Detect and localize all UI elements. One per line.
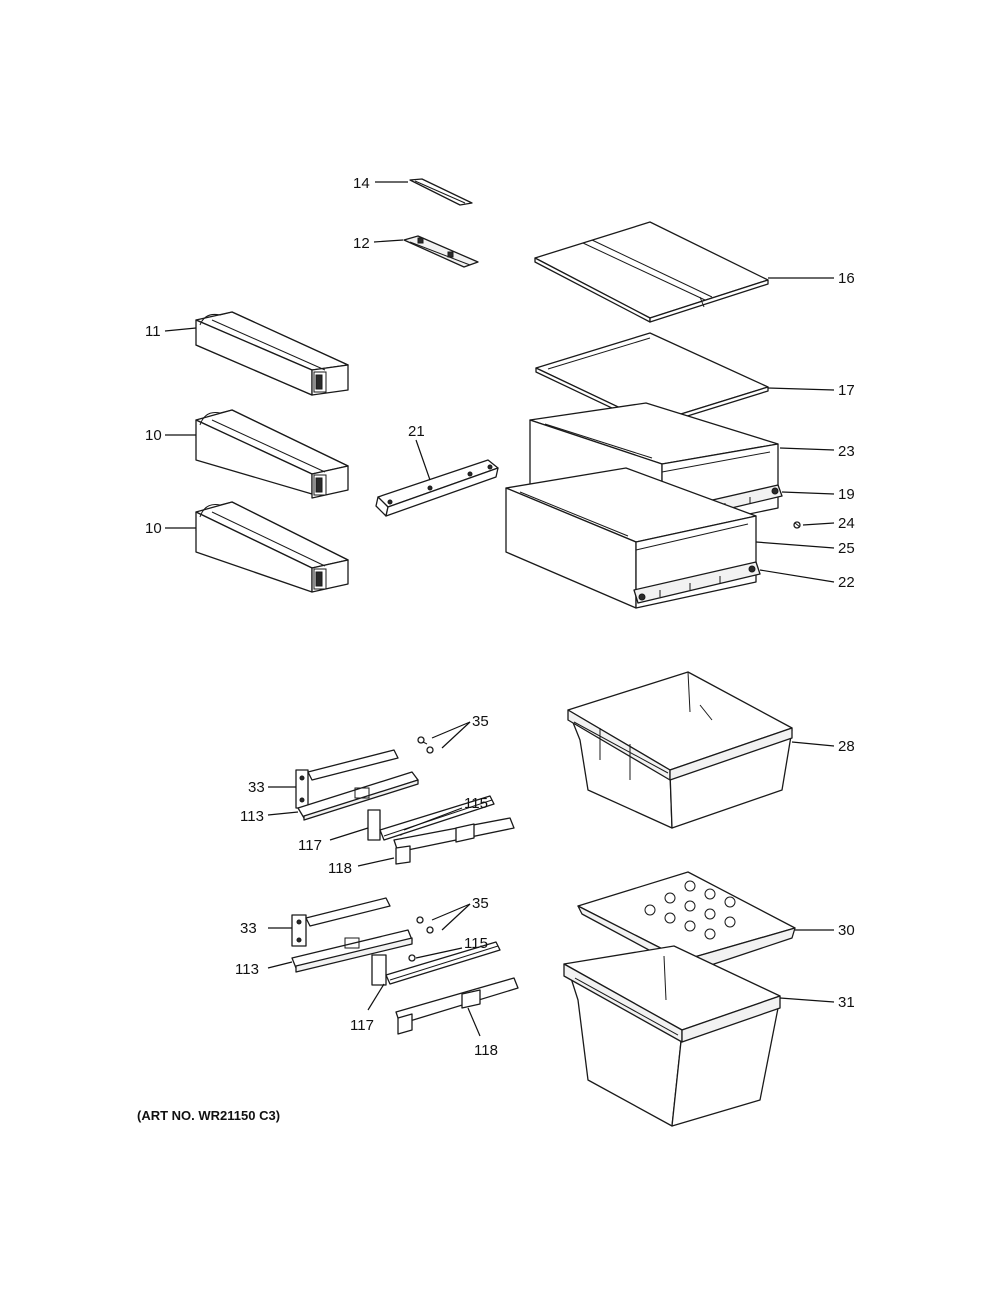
callout-25: 25 (838, 540, 855, 557)
callout-113-lower: 113 (235, 961, 259, 978)
part-10-door-bin-upper (195, 409, 349, 499)
callout-21: 21 (408, 423, 425, 440)
callout-11: 11 (145, 323, 161, 340)
callout-16: 16 (838, 270, 855, 287)
part-24-screw (793, 521, 801, 529)
part-21-rail (375, 459, 499, 517)
part-113-slide-lower (291, 929, 413, 973)
callout-10-upper: 10 (145, 427, 162, 444)
callout-113-upper: 113 (240, 808, 264, 825)
part-35-screws-upper (417, 736, 434, 754)
callout-14: 14 (353, 175, 370, 192)
callout-30: 30 (838, 922, 855, 939)
part-33-bracket-upper (295, 749, 399, 809)
part-28-freezer-basket (567, 671, 793, 829)
callout-115-upper: 115 (464, 795, 488, 812)
callout-118-upper: 118 (328, 860, 352, 877)
part-117-slide-rail-lower (371, 941, 501, 986)
callout-33-upper: 33 (248, 779, 265, 796)
callout-35-lower: 35 (472, 895, 489, 912)
callout-31: 31 (838, 994, 855, 1011)
callout-22: 22 (838, 574, 855, 591)
part-16-split-shelf (534, 221, 769, 323)
part-35-screws-lower (416, 916, 434, 934)
callout-23: 23 (838, 443, 855, 460)
part-12-bracket (403, 235, 479, 268)
part-115-screw-lower (408, 954, 416, 962)
part-33-bracket-lower (291, 897, 391, 947)
callout-12: 12 (353, 235, 370, 252)
callout-118-lower: 118 (474, 1042, 498, 1059)
part-118-slide-upper (393, 817, 515, 865)
part-22-drawer-rail (633, 561, 761, 604)
callout-115-lower: 115 (464, 935, 488, 952)
callout-19: 19 (838, 486, 855, 503)
part-31-deep-basket (563, 945, 781, 1127)
callout-33-lower: 33 (240, 920, 257, 937)
callout-labels: 14 12 16 11 17 10 21 23 19 10 24 25 22 3… (145, 175, 855, 1059)
callout-117-upper: 117 (298, 837, 322, 854)
part-14-strip (409, 178, 473, 206)
leader-lines (164, 181, 835, 1037)
callout-10-lower: 10 (145, 520, 162, 537)
part-118-slide-lower (395, 977, 519, 1035)
callout-24: 24 (838, 515, 855, 532)
part-10-door-bin-lower (195, 501, 349, 593)
callout-28: 28 (838, 738, 855, 755)
part-113-slide-upper (297, 771, 419, 821)
art-number-note: (ART NO. WR21150 C3) (137, 1108, 281, 1123)
callout-117-lower: 117 (350, 1017, 374, 1034)
part-11-door-bin (195, 311, 349, 396)
callout-35-upper: 35 (472, 713, 489, 730)
callout-17: 17 (838, 382, 855, 399)
